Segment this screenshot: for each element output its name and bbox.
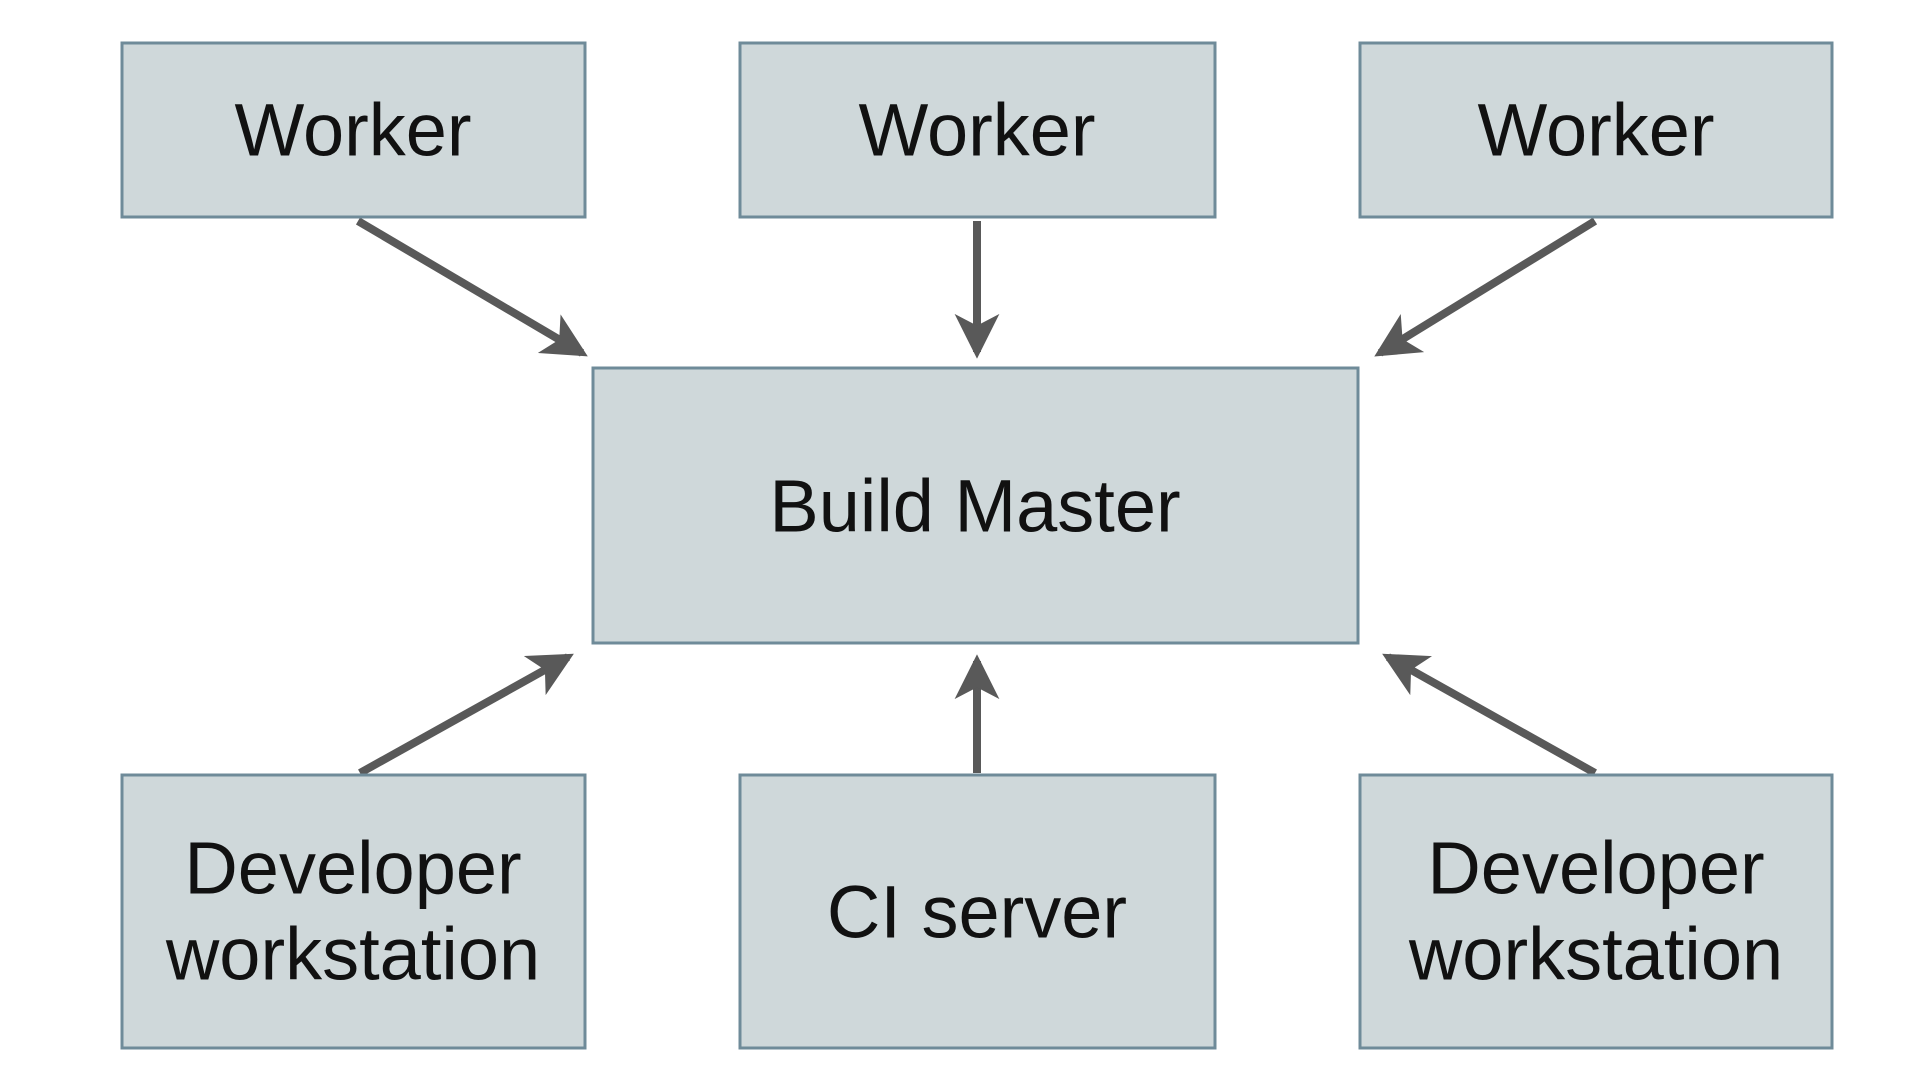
edge-worker-3-to-build-master bbox=[1374, 217, 1598, 357]
node-developer-workstation-left: Developer workstation bbox=[120, 773, 587, 1050]
node-label-line2: workstation bbox=[165, 913, 540, 996]
edge-worker-1-to-build-master bbox=[355, 217, 588, 357]
node-label-line2: workstation bbox=[1408, 913, 1783, 996]
node-label-line1: Developer bbox=[1427, 827, 1764, 910]
node-worker-3: Worker bbox=[1358, 41, 1834, 219]
node-box bbox=[120, 41, 587, 219]
node-box bbox=[738, 41, 1217, 219]
node-label-line1: Developer bbox=[184, 827, 521, 910]
edge-developer-workstation-left-to-build-master bbox=[358, 653, 574, 777]
node-box bbox=[120, 773, 587, 1050]
node-box bbox=[1358, 773, 1834, 1050]
node-worker-1: Worker bbox=[120, 41, 587, 219]
node-developer-workstation-right: Developer workstation bbox=[1358, 773, 1834, 1050]
node-label: Worker bbox=[234, 89, 471, 172]
node-label: Worker bbox=[1477, 89, 1714, 172]
node-build-master: Build Master bbox=[591, 366, 1360, 645]
node-box bbox=[591, 366, 1360, 645]
node-label: Worker bbox=[858, 89, 1095, 172]
edge-developer-workstation-right-to-build-master bbox=[1382, 653, 1597, 777]
edge-layer bbox=[355, 217, 1598, 777]
node-label: Build Master bbox=[769, 465, 1180, 548]
node-ci-server: CI server bbox=[738, 773, 1217, 1050]
node-box bbox=[1358, 41, 1834, 219]
node-worker-2: Worker bbox=[738, 41, 1217, 219]
node-box bbox=[738, 773, 1217, 1050]
node-label: CI server bbox=[827, 871, 1127, 954]
